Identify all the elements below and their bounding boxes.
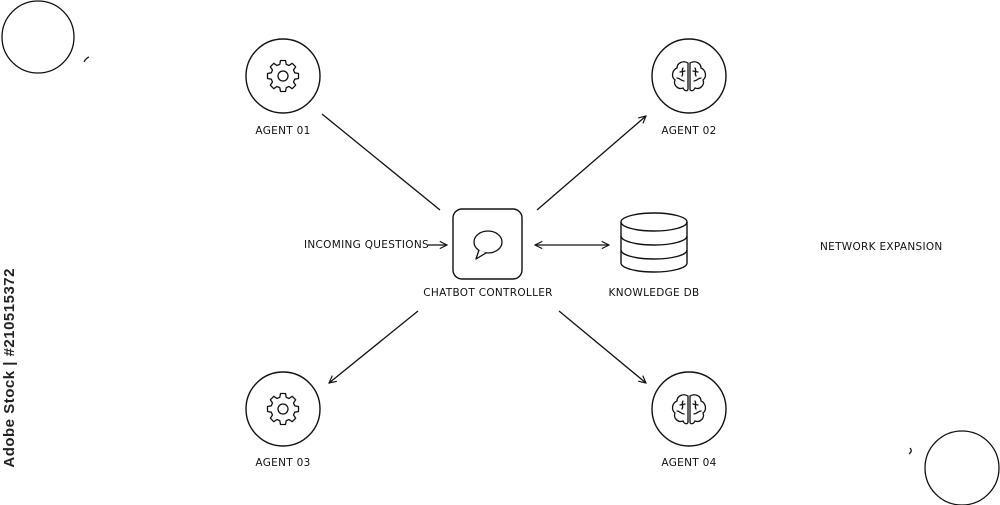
- chat-bubble-icon: [473, 230, 503, 260]
- brain-icon: [671, 61, 707, 92]
- brain-icon: [671, 394, 707, 425]
- decorative-circle-bottom-right: [924, 430, 1000, 505]
- chatbot-controller-node: [452, 208, 523, 280]
- network-expansion-label: NETWORK EXPANSION: [820, 241, 943, 253]
- gear-icon: [266, 392, 300, 426]
- chatbot-controller-label: CHATBOT CONTROLLER: [423, 287, 553, 299]
- agent-03-label: AGENT 03: [255, 457, 311, 469]
- incoming-questions-label: INCOMING QUESTIONS: [304, 239, 429, 251]
- agent-02-node: [651, 38, 727, 114]
- edge-controller-agent04: [558, 310, 646, 383]
- decorative-tick: [908, 447, 912, 455]
- edge-controller-agent02: [536, 116, 646, 211]
- edge-controller-agent03: [329, 310, 419, 383]
- agent-01-label: AGENT 01: [255, 125, 311, 137]
- agent-04-node: [651, 371, 727, 447]
- decorative-tick: [83, 56, 90, 63]
- agent-02-label: AGENT 02: [661, 125, 717, 137]
- stock-id-watermark: Adobe Stock | #210515372: [1, 268, 18, 468]
- decorative-circle-top-left: [1, 0, 75, 74]
- edge-agent01-controller: [321, 113, 441, 211]
- knowledge-db-label: KNOWLEDGE DB: [608, 287, 700, 299]
- gear-icon: [266, 59, 300, 93]
- agent-04-label: AGENT 04: [661, 457, 717, 469]
- agent-03-node: [245, 371, 321, 447]
- database-icon: [620, 212, 688, 273]
- knowledge-db-node: [620, 212, 688, 273]
- agent-01-node: [245, 38, 321, 114]
